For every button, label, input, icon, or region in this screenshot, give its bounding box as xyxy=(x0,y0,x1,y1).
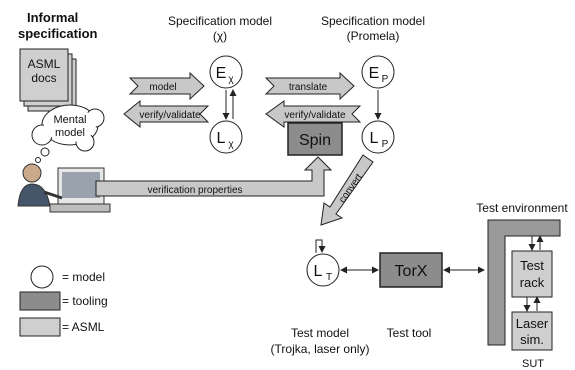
spec-model-chi-subtitle: (χ) xyxy=(213,29,227,43)
asml-docs-line1: ASML xyxy=(28,57,61,71)
test-env-frame xyxy=(487,219,561,346)
test-rack-box xyxy=(511,250,553,298)
l-t-self-loop xyxy=(315,239,326,253)
verify-left-arrow xyxy=(123,99,210,129)
test-tool-label: Test tool xyxy=(387,326,432,340)
test-rack-line2: rack xyxy=(520,275,545,290)
legend-tooling-label: = tooling xyxy=(62,294,108,308)
test-model-line2: (Trojka, laser only) xyxy=(271,342,370,356)
engineer-at-computer-icon xyxy=(17,163,111,213)
verification-properties-label: verification properties xyxy=(147,185,242,196)
spec-model-promela-subtitle: (Promela) xyxy=(347,29,400,43)
mental-model-line2: model xyxy=(55,127,85,139)
convert-arrow xyxy=(320,154,374,226)
verification-properties-arrow xyxy=(95,156,333,197)
node-l-chi-main: L xyxy=(217,130,226,147)
node-e-p-sub: P xyxy=(382,74,389,85)
node-l-p-sub: P xyxy=(382,139,389,150)
node-e-p xyxy=(361,55,395,89)
informal-spec-title-2: specification xyxy=(18,26,98,41)
legend-model-swatch xyxy=(30,265,54,289)
asml-docs-line2: docs xyxy=(31,71,56,85)
node-l-t-main: L xyxy=(314,263,323,280)
legend-tooling-swatch xyxy=(19,291,61,311)
verify-left-arrow-label: verify/validate xyxy=(139,110,201,121)
node-e-chi-sub: χ xyxy=(228,74,234,85)
node-l-chi xyxy=(209,120,243,154)
translate-arrow xyxy=(264,71,355,101)
verify-right-arrow xyxy=(265,100,362,128)
sut-label: SUT xyxy=(522,358,544,370)
test-model-line1: Test model xyxy=(291,326,349,340)
asml-docs-stack xyxy=(19,48,77,112)
spin-tool-box xyxy=(287,122,343,156)
test-rack-line1: Test xyxy=(520,258,544,273)
legend-asml-swatch xyxy=(19,317,61,337)
spec-model-chi-title: Specification model xyxy=(168,14,272,28)
laser-sim-line1: Laser xyxy=(516,316,549,331)
laser-sim-box xyxy=(511,311,553,351)
informal-spec-title-1: Informal xyxy=(27,10,78,25)
node-l-p xyxy=(361,120,395,154)
node-e-chi-main: E xyxy=(216,65,227,82)
mental-model-line1: Mental xyxy=(53,114,86,126)
laser-sim-line2: sim. xyxy=(520,332,544,347)
torx-tool-box xyxy=(379,252,443,288)
node-e-chi xyxy=(209,55,243,89)
mental-model-cloud xyxy=(31,104,105,163)
model-arrow xyxy=(128,71,205,101)
verify-right-arrow-label: verify/validate xyxy=(284,110,346,121)
legend-model-label: = model xyxy=(62,270,105,284)
node-e-p-main: E xyxy=(369,65,380,82)
torx-tool-label: TorX xyxy=(395,263,428,280)
translate-arrow-label: translate xyxy=(289,82,328,93)
node-l-t-sub: T xyxy=(326,272,332,283)
node-l-chi-sub: χ xyxy=(228,139,234,150)
spec-model-promela-title: Specification model xyxy=(321,14,425,28)
legend-asml-label: = ASML xyxy=(62,320,105,334)
spin-tool-label: Spin xyxy=(299,132,331,149)
test-env-title: Test environment xyxy=(476,201,568,215)
node-l-t xyxy=(306,253,340,287)
model-arrow-label: model xyxy=(149,82,176,93)
node-l-p-main: L xyxy=(370,130,379,147)
